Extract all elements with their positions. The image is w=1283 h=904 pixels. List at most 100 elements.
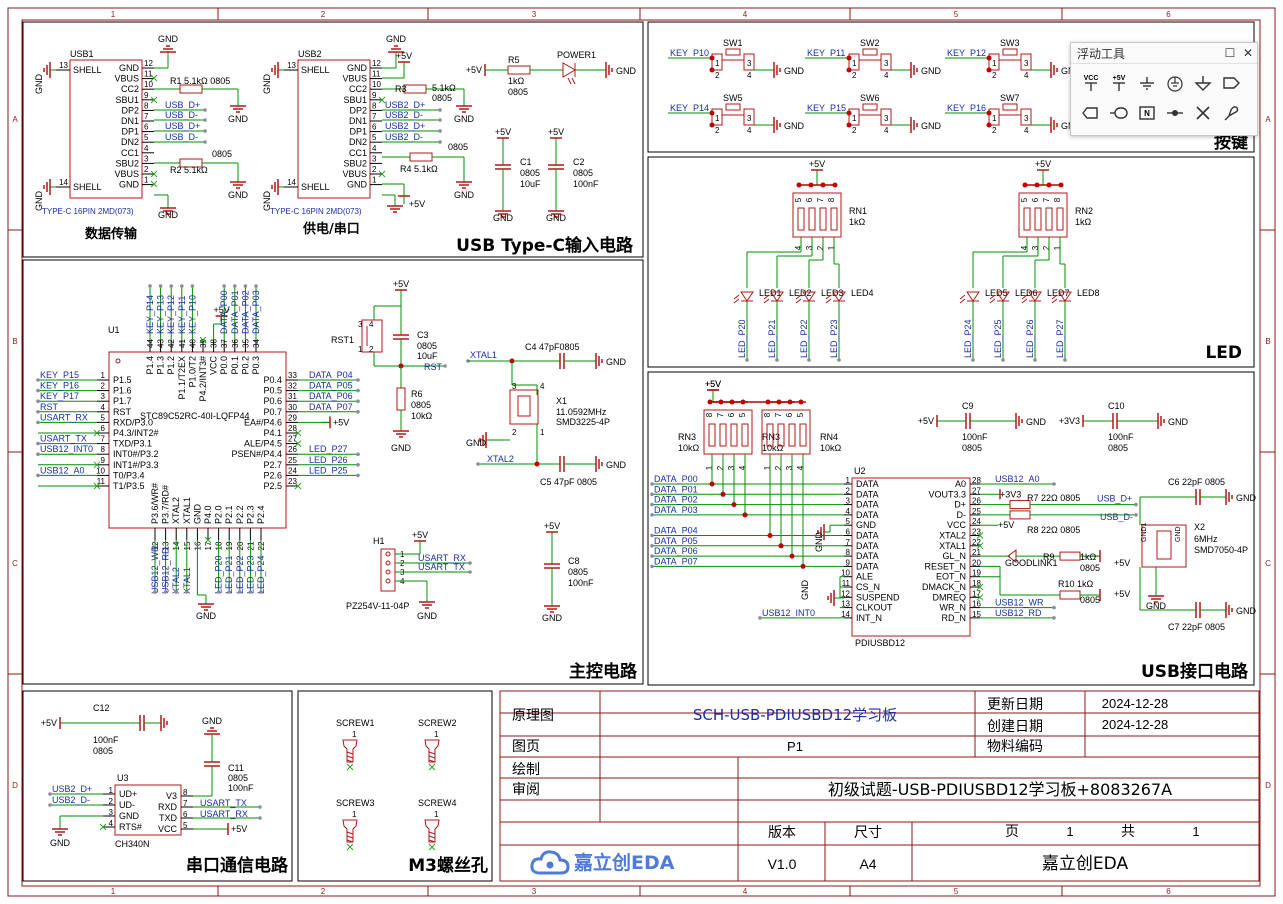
earth-ground-icon — [1167, 76, 1183, 92]
tool-gnd-arrow[interactable] — [1189, 68, 1217, 98]
no-connect-mark — [294, 482, 302, 490]
column-label: 3 — [532, 10, 537, 19]
pin-number: 7 — [774, 412, 783, 417]
led-net-label: LED_P25 — [993, 319, 1003, 358]
pin1-marker — [115, 358, 121, 364]
tool-ground[interactable] — [1133, 68, 1161, 98]
rn3-ref: RN3 — [678, 432, 696, 442]
junction — [1034, 182, 1040, 188]
pin-name: INT_N — [856, 613, 882, 623]
pin-end — [163, 590, 168, 594]
pin-number: 4 — [369, 320, 374, 329]
pin-number: 4 — [794, 245, 803, 250]
pin-end — [216, 590, 221, 594]
gnd-label: GND — [1236, 493, 1257, 503]
rn-element — [808, 207, 816, 231]
junction — [832, 182, 838, 188]
junction — [709, 67, 715, 73]
x1-ref: X1 — [556, 396, 567, 406]
pin-name: A0 — [955, 479, 966, 489]
pin-number: 2 — [716, 465, 725, 470]
pin-end — [650, 533, 654, 538]
led-arrow — [795, 294, 802, 304]
pin-number: 1 — [352, 810, 357, 819]
pin-number: 7 — [1042, 197, 1051, 202]
gnd-label: GND — [386, 34, 407, 44]
xtal1-net: XTAL1 — [470, 350, 497, 360]
switch-pin — [988, 108, 1000, 126]
switch-button — [862, 103, 878, 111]
rn-element — [1034, 207, 1042, 231]
pin-name: UD- — [119, 800, 135, 810]
pin-name: GND — [347, 63, 368, 73]
restore-icon[interactable]: ☐ — [1224, 46, 1236, 60]
pin-number: 5 — [846, 517, 851, 526]
net-label: USART_TX — [418, 562, 465, 572]
junction — [720, 491, 726, 497]
pin-number: 3 — [1024, 59, 1029, 68]
tool-net-label-circle[interactable] — [1105, 98, 1133, 128]
outer-frame — [7, 7, 1276, 897]
tool-junction[interactable] — [1161, 98, 1189, 128]
pin-number: 4 — [540, 382, 545, 391]
junction — [709, 55, 715, 61]
screw-ref: SCREW4 — [418, 798, 457, 808]
pin-end — [174, 590, 178, 594]
pin-number: 2 — [816, 245, 825, 250]
power-led-ref: POWER1 — [557, 50, 596, 60]
tool-net-flag[interactable] — [1077, 98, 1105, 128]
pin-number: 13 — [841, 600, 850, 609]
pin-name: GND — [119, 180, 140, 190]
pin-number: 8 — [827, 197, 836, 202]
r9-resistor — [1059, 551, 1081, 561]
tool-net-label-box[interactable]: N — [1133, 98, 1161, 128]
c2-value: 100nF — [573, 179, 599, 189]
net-label: RST — [40, 402, 59, 412]
tool-no-connect[interactable] — [1189, 98, 1217, 128]
pin-number: 14 — [841, 610, 850, 619]
gnd-label: GND — [262, 74, 272, 95]
tool-plus-5v[interactable]: +5V — [1105, 68, 1133, 98]
x1-pkg: SMD3225-4P — [556, 417, 610, 427]
power-label: +5V — [998, 520, 1014, 530]
section-subtitle: 供电/串口 — [302, 221, 360, 237]
gnd-label: GND — [454, 190, 475, 200]
pin-end — [36, 452, 40, 457]
pin-number: 4 — [738, 465, 747, 470]
title-label: 尺寸 — [854, 825, 882, 841]
pin-name: P0.6 — [263, 396, 282, 406]
pin-name: VBUS — [342, 74, 367, 84]
pin-number: 27 — [972, 486, 981, 495]
pin-end — [1134, 502, 1138, 507]
net-label: DATA_P04 — [654, 526, 698, 536]
pin-number: 1 — [109, 786, 114, 795]
net-label: DATA_P03 — [654, 505, 698, 515]
pin-end — [476, 462, 480, 466]
pin-name: DATA — [856, 551, 879, 561]
junction — [707, 399, 713, 405]
pin-end — [1001, 358, 1005, 362]
power-label: +5V — [705, 379, 721, 389]
pin-number: 1 — [715, 114, 720, 123]
tool-net-port[interactable] — [1217, 68, 1245, 98]
pin-name: RST — [113, 407, 132, 417]
pin-name: EA#/P4.6 — [244, 417, 282, 427]
pin-number: 4 — [1024, 71, 1029, 80]
gnd-label: GND — [1236, 606, 1257, 616]
tool-earth-ground[interactable] — [1161, 68, 1189, 98]
tool-vcc[interactable]: VCC — [1077, 68, 1105, 98]
screw-icon — [424, 739, 440, 763]
pin-number: 43 — [157, 339, 166, 348]
section-title: LED — [1205, 343, 1242, 363]
row-label: B — [12, 337, 17, 346]
title-value: SCH-USB-PDIUSBD12学习板 — [693, 706, 897, 724]
pin-end — [254, 284, 258, 288]
c9-value: 100nF — [962, 432, 988, 442]
net-label: RST — [424, 362, 443, 372]
close-icon[interactable]: ✕ — [1242, 46, 1254, 60]
power-label: +5V — [466, 65, 482, 75]
pin-name: DMACK_N — [922, 582, 966, 592]
tool-probe[interactable] — [1217, 98, 1245, 128]
